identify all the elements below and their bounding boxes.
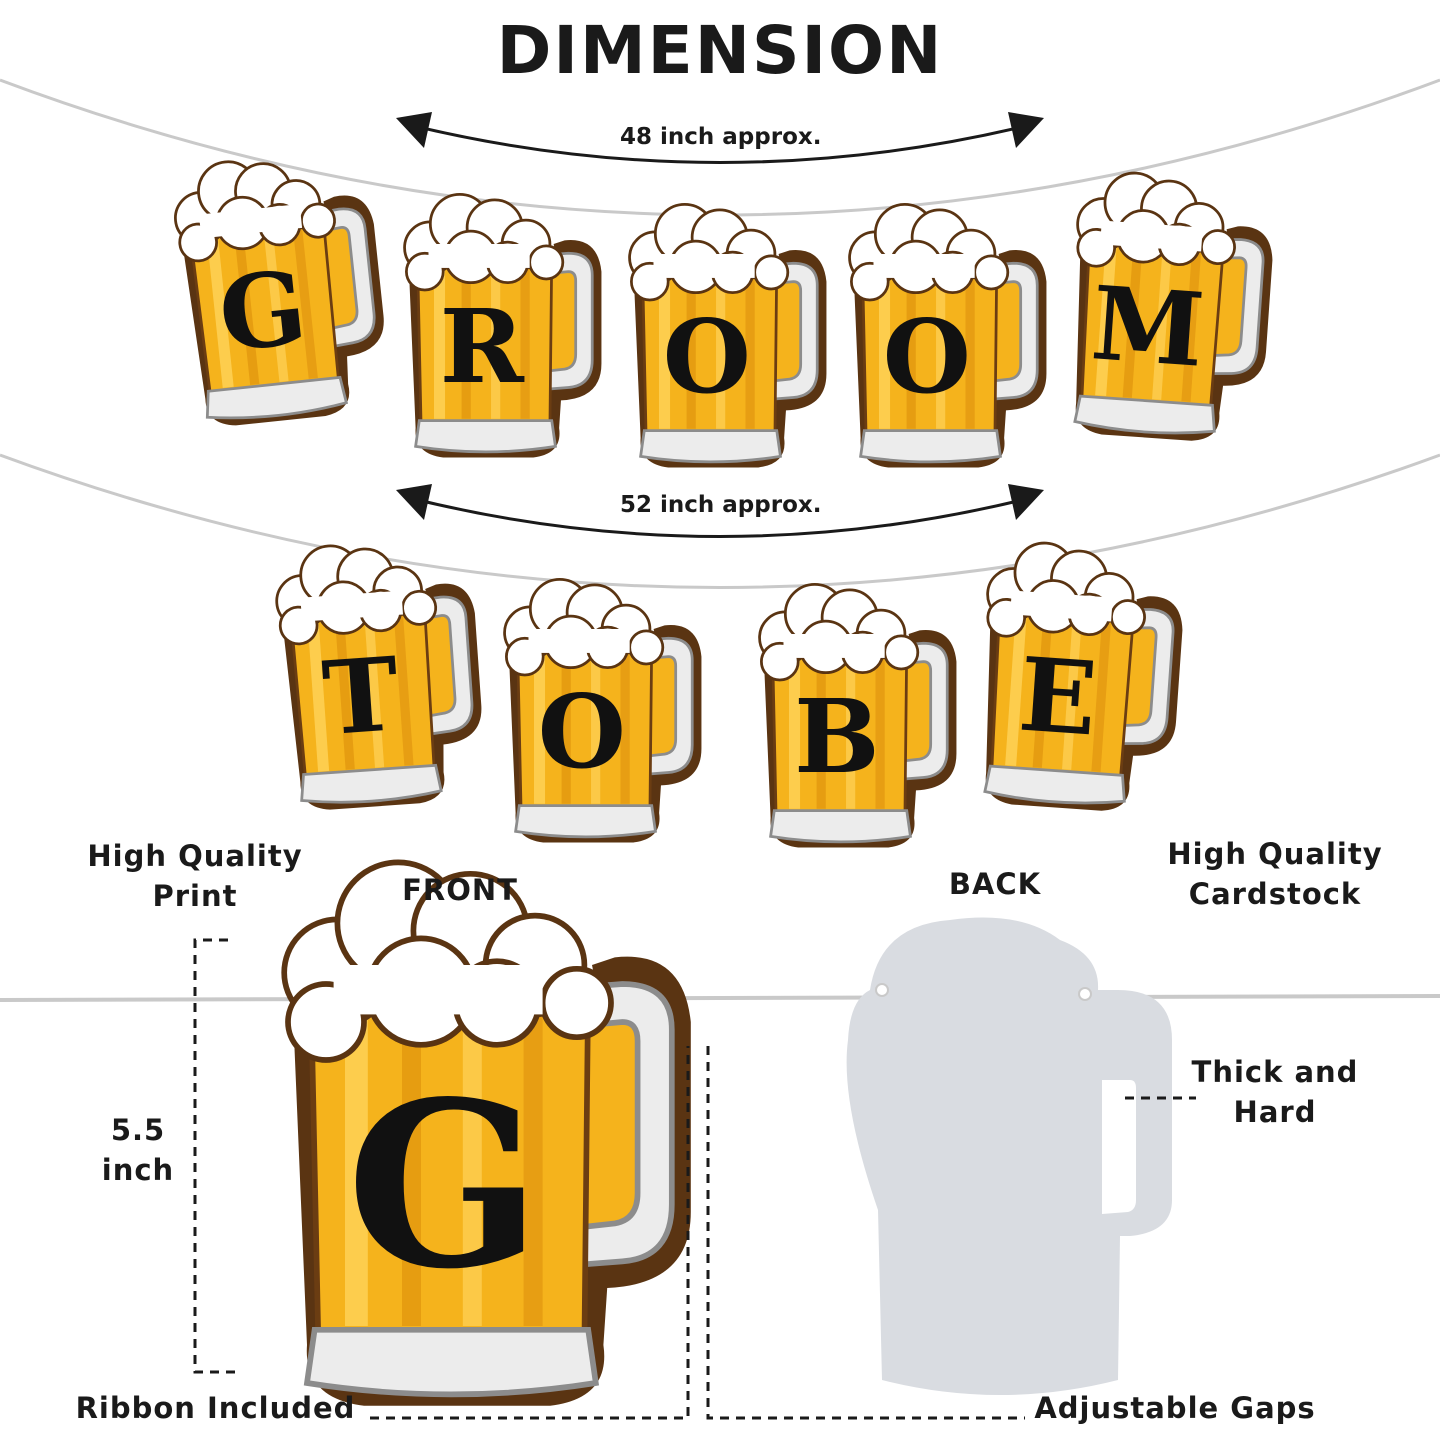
front-mug-letter: G <box>346 1051 541 1319</box>
banner-mug-row1-3: O <box>628 202 828 469</box>
ribbon-included-label: Ribbon Included <box>75 1391 356 1425</box>
front-label: FRONT <box>402 873 518 907</box>
back-card-silhouette <box>846 917 1172 1395</box>
thick-and-hard-label: Thick and Hard <box>1191 1055 1359 1129</box>
height-dimension-line <box>193 938 236 1374</box>
front-beer-mug: G <box>284 862 691 1405</box>
top-span-label: 48 inch approx. <box>620 124 822 150</box>
banner-mug-row1-5: M <box>1061 167 1280 447</box>
banner-mug-row1-4: O <box>848 202 1048 469</box>
bottom-ribbon-string <box>0 453 1440 589</box>
back-label: BACK <box>948 867 1042 901</box>
high-quality-print-label: High Quality Print <box>87 839 303 913</box>
high-quality-cardstock-label: High Quality Cardstock <box>1167 837 1383 911</box>
banner-letter-row1-4: O <box>883 297 971 416</box>
bottom-span-arrow <box>396 484 1044 538</box>
banner-mug-row1-2: R <box>403 192 603 459</box>
banner-letter-row1-3: O <box>663 297 751 416</box>
banner-letter-row1-1: G <box>214 247 312 374</box>
banner-letter-row1-2: R <box>440 287 525 406</box>
banner-letter-row2-4: E <box>1015 634 1100 758</box>
banner-mug-row1-1: G <box>168 145 395 431</box>
banner-mug-row2-3: B <box>758 582 958 849</box>
banner-letter-row1-5: M <box>1088 263 1208 390</box>
height-label: 5.5 inch <box>101 1113 175 1187</box>
banner-letter-row2-3: B <box>794 677 880 796</box>
banner-mug-row2-1: T <box>271 534 490 814</box>
adjustable-gaps-label: Adjustable Gaps <box>1034 1391 1316 1425</box>
top-span-arrow <box>396 112 1044 164</box>
banner-mug-row2-2: O <box>503 577 703 844</box>
banner-mug-row2-4: E <box>971 537 1190 817</box>
gap-dimension-lines <box>370 1046 1196 1420</box>
page-title: DIMENSION <box>496 12 944 89</box>
banner-letter-row2-2: O <box>538 672 626 791</box>
banner-letter-row2-1: T <box>319 634 402 758</box>
bottom-span-label: 52 inch approx. <box>620 492 822 518</box>
detail-ribbon-string <box>0 994 1440 1002</box>
